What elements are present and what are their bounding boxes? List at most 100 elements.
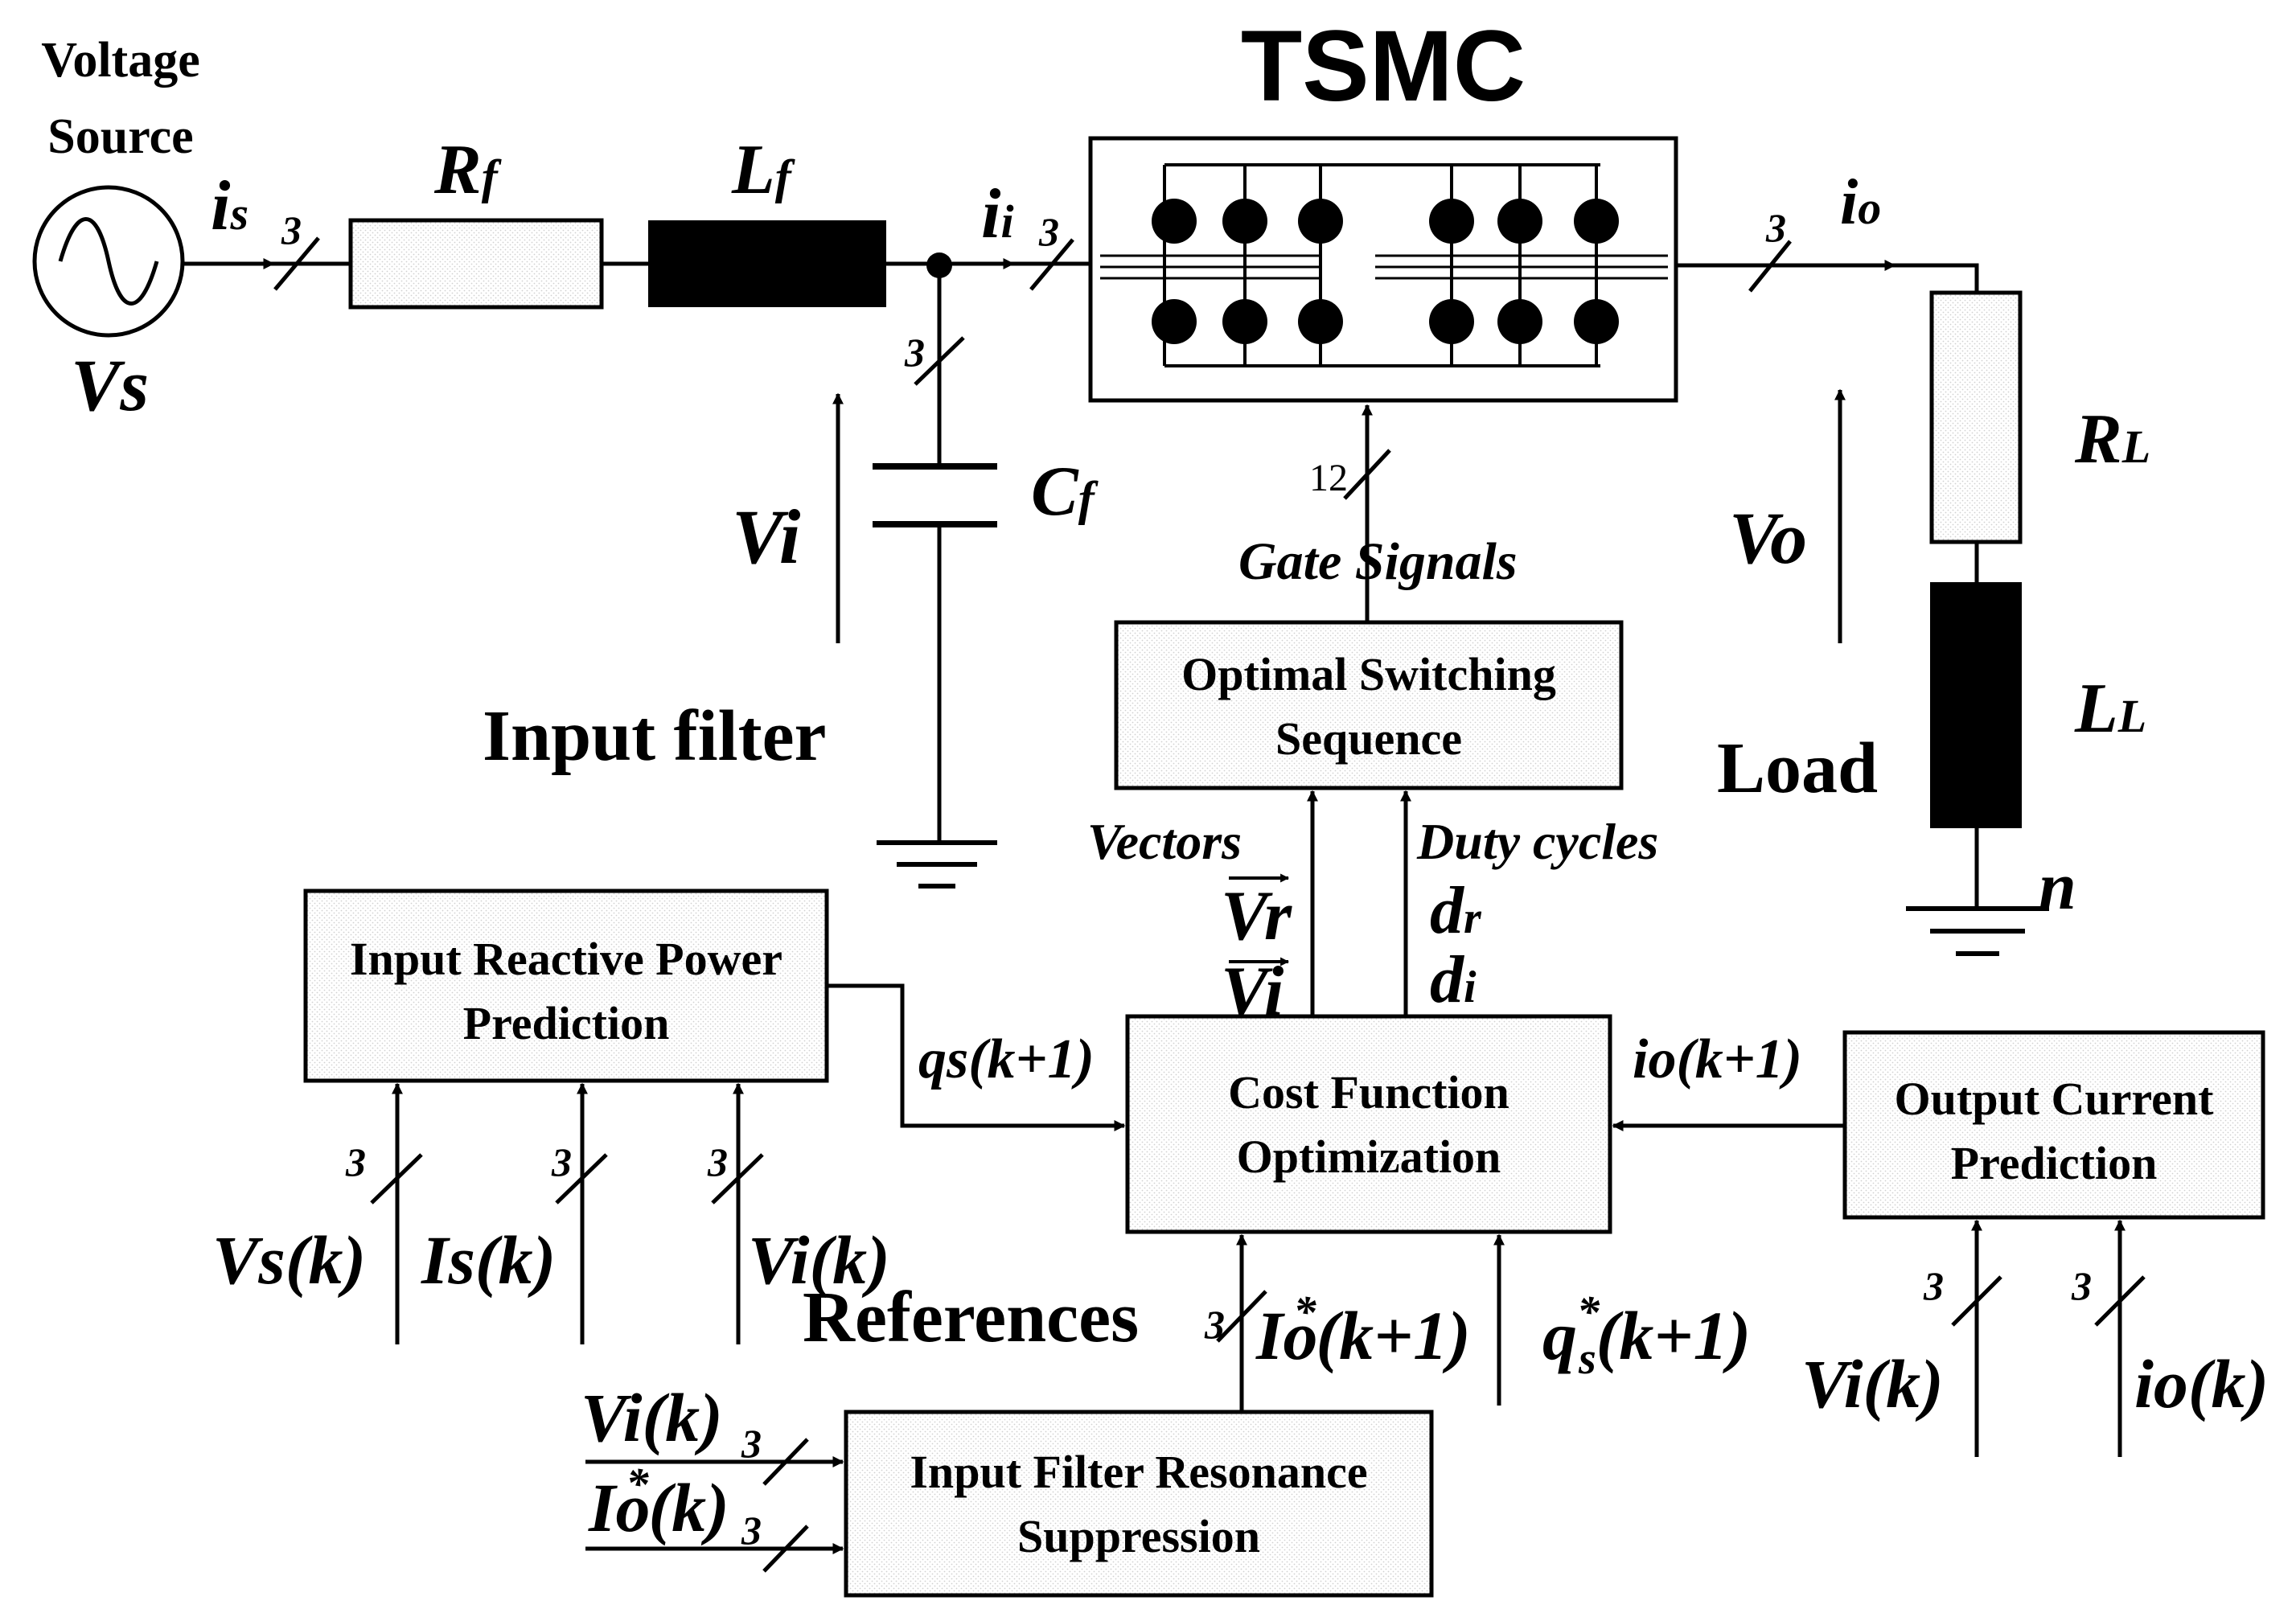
neutral-label: n [2039,849,2076,924]
is-label: is [211,167,248,245]
io-k1-label: io(k+1) [1633,1028,1802,1090]
ll-main: L [2074,670,2118,748]
bus-count-io-ref: 3 [1204,1302,1225,1347]
reactive-power-label: Input Reactive Power [350,933,782,985]
is-main: i [211,167,231,245]
cost-function-label: Cost Function [1228,1066,1509,1118]
vs-label: Vs [71,344,149,426]
ii-label: ii [981,175,1014,253]
gate-signals-label: Gate Signals [1238,532,1518,591]
qs-ref-tail: (k+1) [1596,1297,1751,1374]
io-k-right-label: io(k) [2134,1345,2269,1422]
cf-sub: f [1078,472,1099,525]
bus-count-vs: 3 [345,1139,366,1184]
qs-ref-main: q [1542,1297,1577,1374]
optimal-switching-label: Optimal Switching [1181,648,1556,700]
vs-k-label: Vs(k) [212,1221,366,1299]
io-ref-tail: (k+1) [1316,1297,1470,1374]
optimal-switching-label-2: Sequence [1275,712,1462,765]
di-sub: i [1464,962,1477,1012]
bus-count-io-bottom: 3 [741,1508,762,1553]
io-ref-main: Io [1255,1297,1317,1374]
voltage-source-label-2: Source [47,109,193,164]
rf-label: Rf [433,131,502,209]
cf-label: Cf [1031,453,1099,531]
references-label: References [803,1278,1139,1357]
qs-ref-sub: s [1578,1334,1596,1384]
tsmc-switch-matrix [1100,163,1668,367]
vi-k-bottom-label: Vi(k) [581,1379,723,1456]
output-current-label: Output Current [1895,1073,2215,1125]
ll-inductor [1930,582,2022,828]
io-ref-star: * [1293,1287,1316,1337]
vectors-label: Vectors [1087,813,1242,870]
bus-count-cap: 3 [904,330,925,375]
lf-inductor [648,220,886,307]
di-label: di [1430,942,1477,1017]
bus-count-vi-bottom: 3 [741,1421,762,1466]
dr-label: dr [1430,873,1482,948]
io-ref-bottom-star: * [626,1459,649,1509]
ground-load [1906,906,2049,956]
voltage-source [32,185,185,338]
bus-slash-ii [1029,238,1074,291]
vr-label: Vr [1221,877,1292,955]
bus-slash-is [273,236,320,291]
ground-filter [877,840,997,889]
qs-k1-label: qs(k+1) [918,1028,1095,1090]
dr-main: d [1430,873,1465,948]
qs-ref-label: q*s(k+1) [1542,1287,1751,1384]
voltage-source-label: Voltage [41,33,199,88]
bus-count-ii: 3 [1038,209,1059,254]
bus-count-io-right: 3 [2071,1263,2092,1308]
bus-slash-gate [1343,449,1391,500]
resonance-label-2: Suppression [1017,1510,1260,1562]
cf-main: C [1031,453,1079,531]
reactive-power-label-2: Prediction [463,997,670,1049]
io-ref-label: Io*(k+1) [1255,1287,1471,1374]
gate-count: 12 [1309,457,1348,499]
io-ref-bottom-label: Io*(k) [588,1459,729,1546]
bus-slash-io [1748,240,1792,293]
lf-label: Lf [731,131,795,209]
tsmc-box [1088,136,1678,403]
bus-count-is-k: 3 [551,1139,572,1184]
vo-label: Vo [1729,497,1807,579]
is-k-label: Is(k) [421,1221,556,1299]
ll-label: LL [2074,670,2146,748]
duty-cycles-label: Duty cycles [1416,813,1658,870]
input-filter-label: Input filter [483,696,827,776]
rf-sub: f [482,150,502,203]
io-ref-bottom-main: Io [588,1469,650,1546]
dr-sub: r [1464,893,1482,943]
bus-count-vi-right: 3 [1923,1263,1944,1308]
output-current-label-2: Prediction [1951,1137,2158,1189]
tsmc-title: TSMC [1241,10,1526,122]
bus-count-is: 3 [281,207,302,252]
rl-label: RL [2074,400,2150,478]
load-label: Load [1717,728,1878,808]
cost-function-label-2: Optimization [1237,1131,1501,1183]
io-ref-bottom-tail: (k) [648,1469,729,1546]
ii-sub: i [1000,195,1013,248]
rl-sub: L [2121,421,2150,473]
lf-main: L [731,131,775,209]
ii-main: i [981,175,1001,253]
qs-ref-star: * [1577,1287,1600,1337]
bus-count-vi-k: 3 [707,1139,728,1184]
rl-main: R [2074,400,2122,478]
io-sub: o [1858,182,1881,234]
resonance-label: Input Filter Resonance [910,1446,1367,1498]
vi-label: Vi [732,494,801,580]
vi-k-label: Vi(k) [748,1221,890,1299]
io-label: io [1840,167,1881,238]
qs-prediction-path [827,983,1126,1131]
vi-k-right-label: Vi(k) [1801,1345,1944,1422]
bus-slash-cap [914,336,965,386]
lf-sub: f [775,150,795,203]
bus-count-io: 3 [1765,205,1786,250]
vr-vector: Vr [1221,873,1292,955]
is-sub: s [229,187,248,240]
